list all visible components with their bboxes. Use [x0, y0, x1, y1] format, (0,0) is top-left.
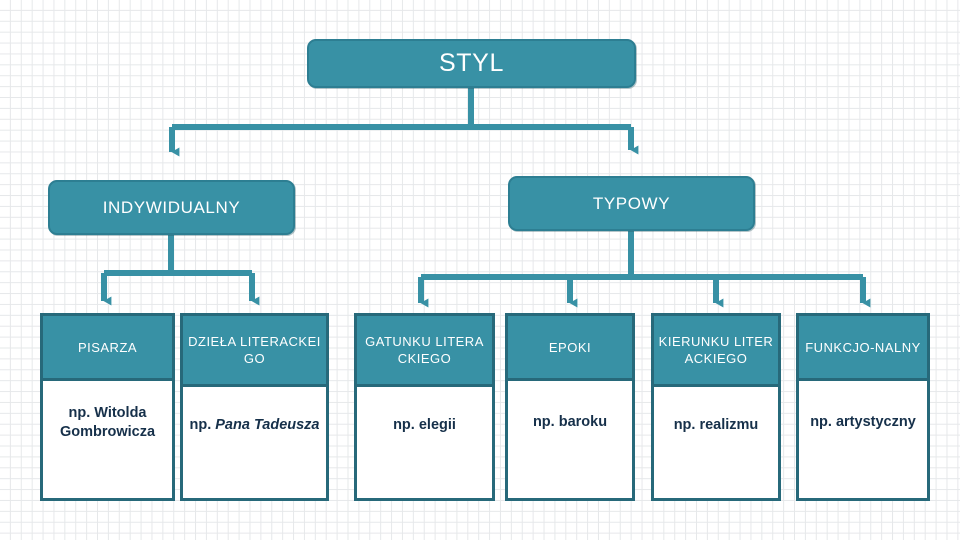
card-header-epoki: EPOKI — [505, 313, 635, 381]
node-typowy[interactable]: TYPOWY — [508, 176, 755, 231]
card-funkcjonalny[interactable]: FUNKCJO-NALNY np. artystyczny — [796, 313, 930, 501]
example-text: np. Pana Tadeusza — [189, 416, 319, 435]
card-body-gatunku-literackiego: np. elegii — [354, 387, 495, 501]
example-title: Pana Tadeusza — [215, 417, 320, 433]
example-text: np. baroku — [532, 414, 608, 430]
node-indywidualny[interactable]: INDYWIDUALNY — [48, 180, 295, 235]
card-gatunku-literackiego[interactable]: GATUNKU LITERACKIEGO np. elegii — [354, 313, 495, 501]
example-prefix: np. — [189, 417, 216, 433]
card-header-kierunku-literackiego: KIERUNKU LITERACKIEGO — [651, 313, 781, 387]
card-header-funkcjonalny: FUNKCJO-NALNY — [796, 313, 930, 381]
card-body-kierunku-literackiego: np. realizmu — [651, 387, 781, 501]
card-epoki[interactable]: EPOKI np. baroku — [505, 313, 635, 501]
node-styl[interactable]: STYL — [307, 39, 636, 88]
card-body-dziela-literackiego: np. Pana Tadeusza — [180, 387, 329, 501]
card-header-dziela-literackiego: DZIEŁA LITERACKEIGO — [180, 313, 329, 387]
card-header-gatunku-literackiego: GATUNKU LITERACKIEGO — [354, 313, 495, 387]
card-body-funkcjonalny: np. artystyczny — [796, 381, 930, 501]
example-text: np. realizmu — [673, 417, 759, 433]
card-dziela-literackiego[interactable]: DZIEŁA LITERACKEIGO np. Pana Tadeusza — [180, 313, 329, 501]
example-text: np. elegii — [393, 417, 456, 433]
card-body-pisarza: np. Witolda Gombrowicza — [40, 381, 175, 501]
card-header-pisarza: PISARZA — [40, 313, 175, 381]
card-body-epoki: np. baroku — [505, 381, 635, 501]
example-text: np. artystyczny — [810, 414, 916, 430]
card-pisarza[interactable]: PISARZA np. Witolda Gombrowicza — [40, 313, 175, 501]
card-kierunku-literackiego[interactable]: KIERUNKU LITERACKIEGO np. realizmu — [651, 313, 781, 501]
example-text: np. Witolda Gombrowicza — [59, 404, 156, 440]
